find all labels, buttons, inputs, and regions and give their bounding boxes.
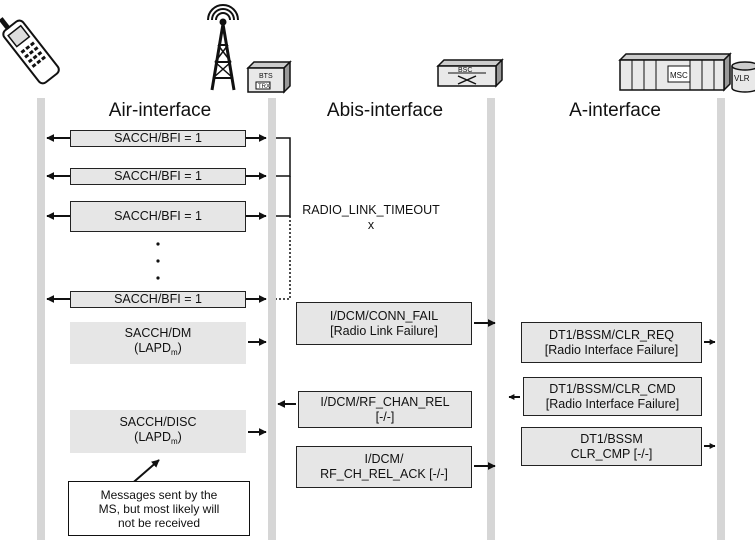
msg-sacch-bfi-4-label: SACCH/BFI = 1	[114, 292, 202, 306]
msg-clr-cmd-line1: DT1/BSSM/CLR_CMD	[549, 381, 676, 396]
mobile-phone-icon	[0, 17, 60, 85]
msg-rf-ch-rel-ack-line2: RF_CH_REL_ACK [-/-]	[320, 467, 448, 481]
msg-clr-req-line2: [Radio Interface Failure]	[544, 342, 679, 357]
msg-conn-fail: I/DCM/CONN_FAIL [Radio Link Failure]	[296, 302, 472, 345]
msg-sacch-disc-lapd: (LAPDm)	[134, 429, 182, 446]
vlr-label: VLR	[734, 74, 750, 83]
continuation-dots	[156, 242, 160, 280]
note-line1: Messages sent by the	[100, 487, 218, 502]
vlr-database-icon	[731, 61, 755, 93]
lifeline-bts	[268, 98, 276, 540]
msg-sacch-bfi-3: SACCH/BFI = 1	[70, 201, 246, 232]
timeout-name: RADIO_LINK_TIMEOUT	[302, 203, 440, 217]
lifeline-ms	[37, 98, 45, 540]
msg-sacch-bfi-2: SACCH/BFI = 1	[70, 168, 246, 185]
msg-conn-fail-line1: I/DCM/CONN_FAIL	[329, 308, 439, 323]
timeout-bracket	[276, 137, 291, 300]
note-messages-not-received: Messages sent by the MS, but most likely…	[68, 481, 250, 536]
msg-rf-chan-rel-line1: I/DCM/RF_CHAN_REL	[320, 394, 450, 409]
abis-interface-header: Abis-interface	[326, 100, 444, 121]
radio-link-timeout-label: RADIO_LINK_TIMEOUT x	[296, 203, 446, 233]
bsc-icon	[436, 58, 504, 88]
msg-sacch-dm-label: SACCH/DM	[124, 326, 192, 340]
air-interface-header: Air-interface	[108, 100, 212, 121]
bsc-label: BSC	[458, 67, 472, 74]
msg-sacch-bfi-2-label: SACCH/BFI = 1	[114, 169, 202, 183]
timeout-value: x	[367, 218, 375, 232]
msg-rf-ch-rel-ack-line1: I/DCM/	[364, 452, 404, 466]
bts-label: BTS	[259, 73, 273, 80]
msg-clr-cmp-line2: CLR_CMP [-/-]	[570, 446, 653, 461]
msg-sacch-disc: SACCH/DISC (LAPDm)	[70, 410, 246, 453]
note-line2: MS, but most likely will	[98, 501, 220, 516]
msg-clr-req-line1: DT1/BSSM/CLR_REQ	[548, 327, 675, 342]
msg-clr-cmd-line2: [Radio Interface Failure]	[545, 396, 680, 411]
trx-label: TRX	[258, 84, 270, 90]
msg-clr-cmp: DT1/BSSM CLR_CMP [-/-]	[521, 427, 702, 466]
msg-sacch-bfi-4: SACCH/BFI = 1	[70, 291, 246, 308]
msg-rf-chan-rel: I/DCM/RF_CHAN_REL [-/-]	[298, 391, 472, 428]
msg-sacch-dm-lapd: (LAPDm)	[134, 341, 182, 357]
msc-label: MSC	[670, 71, 688, 80]
note-line3: not be received	[117, 515, 201, 530]
msg-sacch-disc-label: SACCH/DISC	[119, 414, 197, 429]
msg-sacch-bfi-1-label: SACCH/BFI = 1	[114, 131, 202, 145]
msg-sacch-dm: SACCH/DM (LAPDm)	[70, 322, 246, 364]
msg-clr-cmp-line1: DT1/BSSM	[580, 431, 643, 446]
lifeline-bsc	[487, 98, 495, 540]
bts-icon	[246, 60, 292, 94]
msg-sacch-bfi-3-label: SACCH/BFI = 1	[114, 209, 202, 223]
msg-sacch-bfi-1: SACCH/BFI = 1	[70, 130, 246, 147]
msg-clr-cmd: DT1/BSSM/CLR_CMD [Radio Interface Failur…	[523, 377, 702, 416]
msg-conn-fail-line2: [Radio Link Failure]	[330, 323, 438, 338]
msg-clr-req: DT1/BSSM/CLR_REQ [Radio Interface Failur…	[521, 322, 702, 363]
msg-rf-ch-rel-ack: I/DCM/ RF_CH_REL_ACK [-/-]	[296, 446, 472, 488]
lifeline-msc	[717, 98, 725, 540]
a-interface-header: A-interface	[569, 100, 661, 121]
msc-icon	[618, 52, 732, 92]
msg-rf-chan-rel-line2: [-/-]	[375, 409, 395, 424]
antenna-tower-icon	[207, 4, 239, 91]
